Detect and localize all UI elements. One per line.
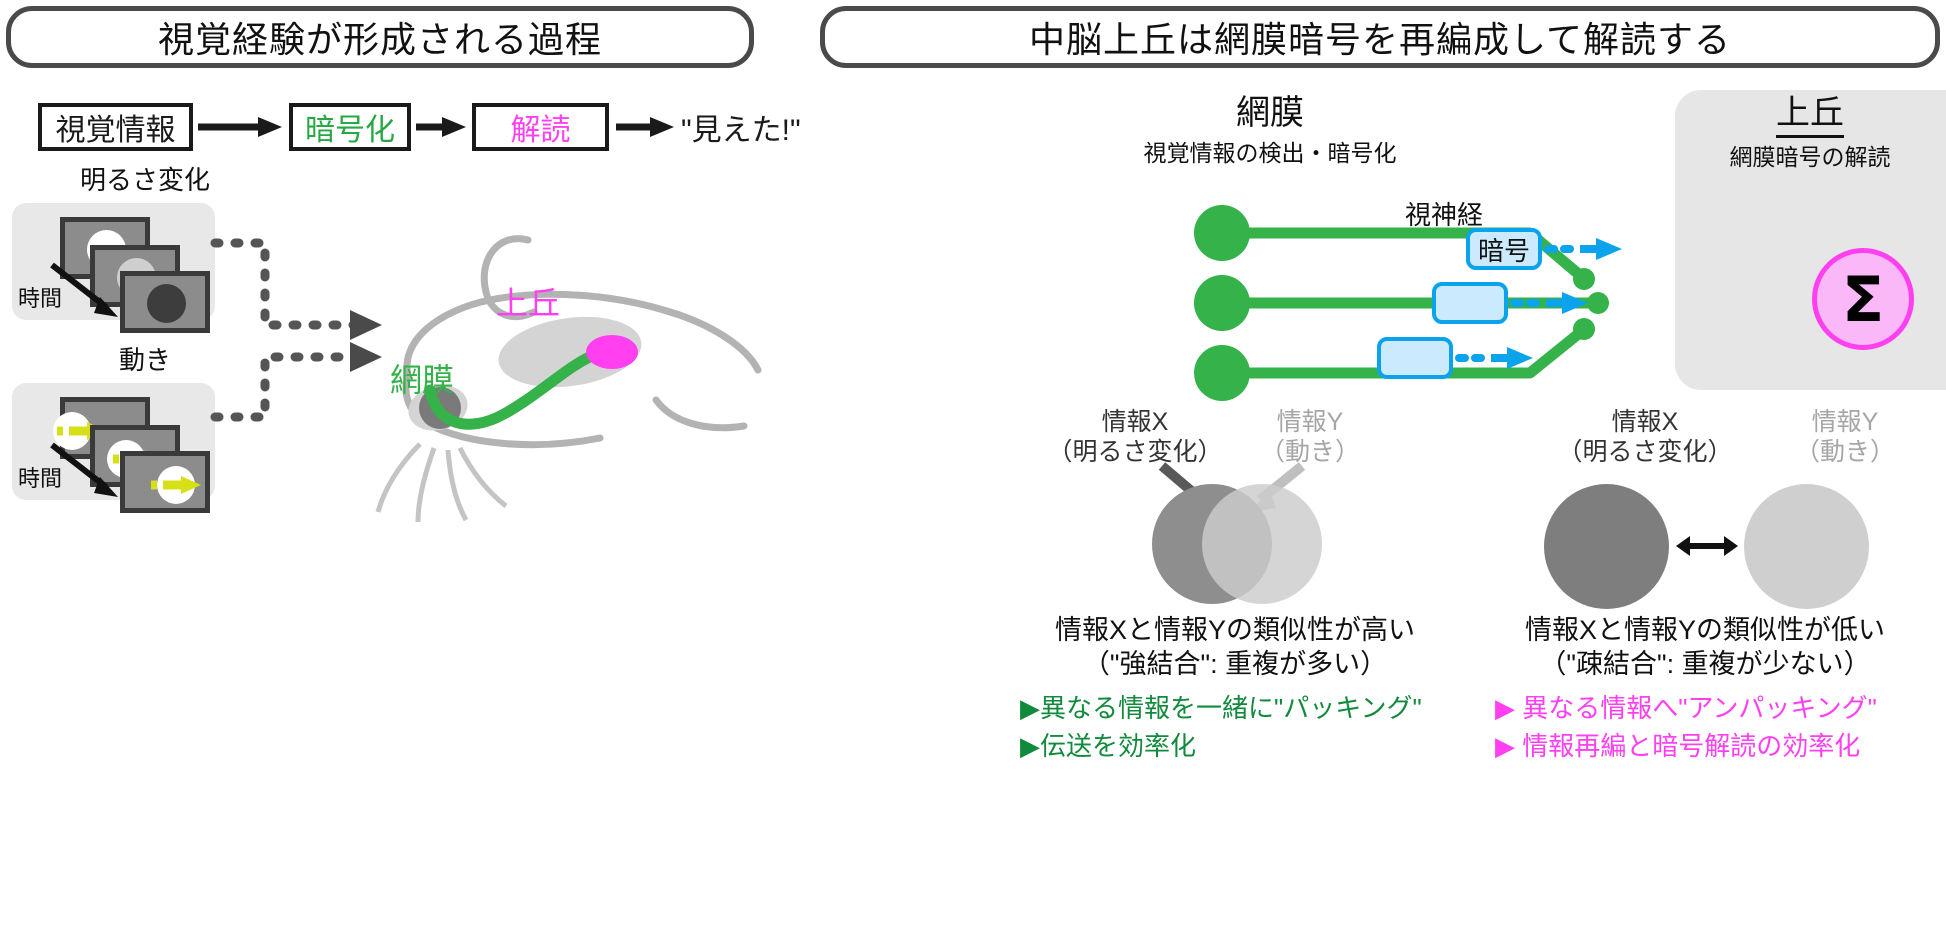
code-arrow-2 [1510,292,1588,314]
code-box-1: 暗号 [1466,228,1542,270]
time-arrow-motion [50,442,118,497]
colliculus-region-box [1675,90,1946,390]
stimulus-dot-b3 [147,284,186,323]
code-arrow-3 [1455,347,1533,369]
mouse-label-retina: 網膜 [390,355,454,401]
code-box-2 [1432,282,1508,324]
comparison-right-info-y-title: 情報Y [1811,408,1879,436]
optic-nerve-label-text: 視神経 [1405,200,1484,230]
mouse-label-colliculus-text: 上丘 [496,285,561,321]
colliculus-heading: 上丘 [1675,85,1945,138]
comparison-left-caption: 情報Xと情報Yの類似性が高い （"強結合": 重複が多い） [1000,614,1470,682]
flow-box-decoding-label: 解読 [510,114,571,147]
stimulus-card-brightness: 時間 [12,203,215,333]
time-label-brightness-text: 時間 [18,286,63,311]
flow-end-label: "見えた!" [681,105,801,149]
code-box-1-label: 暗号 [1477,235,1530,266]
sigma-neuron-symbol: Σ [1841,262,1885,336]
stimulus-frame-b3 [120,271,210,333]
dotted-connector-lines [210,238,382,422]
stimulus-label-brightness: 明るさ変化 [55,160,235,197]
motion-arrow-m3 [151,476,201,494]
stimulus-label-brightness-text: 明るさ変化 [79,165,210,195]
comparison-left-info-x-title: 情報X [1101,408,1169,436]
comparison-right-bullet-2: ▶ 情報再編と暗号解読の効率化 [1495,730,1861,761]
right-panel-title: 中脳上丘は網膜暗号を再編成して解読する [820,6,1940,68]
comparison-left-info-y: 情報Y （動き） [1225,408,1395,467]
mouse-label-colliculus: 上丘 [496,278,560,324]
retina-subheading-text: 視覚情報の検出・暗号化 [1143,140,1397,166]
mouse-label-retina-text: 網膜 [390,362,455,398]
flow-arrow-3 [616,117,674,137]
time-label-brightness: 時間 [18,281,62,313]
flow-arrow-2 [416,117,466,137]
comparison-right-info-x-sub: （明るさ変化） [1557,437,1733,466]
stimulus-label-motion-text: 動き [118,345,171,375]
comparison-left-bullets: ▶異なる情報を一緒に"パッキング" ▶伝送を効率化 [1020,690,1470,765]
optic-nerve-label: 視神経 [1405,195,1483,232]
left-panel-title: 視覚経験が形成される過程 [6,6,754,68]
comparison-left-info-y-title: 情報Y [1276,408,1344,436]
comparison-right-bullet-1: ▶ 異なる情報へ"アンパッキング" [1495,693,1877,723]
stimulus-label-motion: 動き [55,340,235,377]
comparison-right-双-arrow [1676,536,1738,556]
comparison-right-info-y: 情報Y （動き） [1760,408,1930,467]
comparison-right-info-x-title: 情報X [1611,408,1679,436]
comparison-right-caption-line2: （"疎結合": 重複が少ない） [1539,648,1871,679]
left-panel-title-text: 視覚経験が形成される過程 [157,19,602,60]
colliculus-subheading-text: 網膜暗号の解読 [1729,144,1891,170]
comparison-right-circle-y [1744,484,1869,609]
comparison-right-info-x: 情報X （明るさ変化） [1540,408,1750,467]
stimulus-card-motion: 時間 [12,383,215,513]
colliculus-subheading: 網膜暗号の解読 [1675,138,1945,172]
comparison-left-bullet-1: ▶異なる情報を一緒に"パッキング" [1020,693,1422,723]
flow-box-encoding-label: 暗号化 [305,114,395,147]
flow-box-visual-info: 視覚情報 [38,103,193,151]
retina-heading-text: 網膜 [1236,94,1304,132]
time-label-motion-text: 時間 [18,466,63,491]
time-label-motion: 時間 [18,461,62,493]
flow-arrow-1 [198,117,282,137]
comparison-left-caption-line2: （"強結合": 重複が多い） [1082,648,1388,679]
comparison-right-caption-line1: 情報Xと情報Yの類似性が低い [1524,615,1886,645]
time-arrow-brightness [50,262,118,317]
flow-end-text: "見えた!" [681,114,801,147]
stimulus-frame-m3 [120,451,210,513]
retina-heading: 網膜 [1120,85,1420,134]
flow-box-visual-info-label: 視覚情報 [55,114,176,147]
flow-box-decoding: 解読 [472,103,609,151]
right-panel-title-text: 中脳上丘は網膜暗号を再編成して解読する [1029,19,1731,60]
flow-box-encoding: 暗号化 [289,103,411,151]
code-box-3 [1377,337,1453,379]
comparison-left-info-x-sub: （明るさ変化） [1047,437,1223,466]
comparison-right-circle-x [1544,484,1669,609]
comparison-left-info-x: 情報X （明るさ変化） [1030,408,1240,467]
comparison-right-info-y-sub: （動き） [1794,437,1895,466]
colliculus-heading-text: 上丘 [1776,94,1844,138]
retina-colliculus-circuit [1194,205,1609,401]
comparison-right-caption: 情報Xと情報Yの類似性が低い （"疎結合": 重複が少ない） [1470,614,1940,682]
sigma-neuron: Σ [1812,248,1914,350]
comparison-left-caption-line1: 情報Xと情報Yの類似性が高い [1054,615,1416,645]
mouse-illustration [375,235,762,523]
comparison-left-circle-y [1202,484,1322,604]
comparison-right-bullets: ▶ 異なる情報へ"アンパッキング" ▶ 情報再編と暗号解読の効率化 [1495,690,1946,765]
code-arrow-1 [1544,238,1622,260]
retina-subheading: 視覚情報の検出・暗号化 [1090,134,1450,168]
comparison-left-bullet-2: ▶伝送を効率化 [1020,730,1196,761]
comparison-left-info-y-sub: （動き） [1259,437,1360,466]
